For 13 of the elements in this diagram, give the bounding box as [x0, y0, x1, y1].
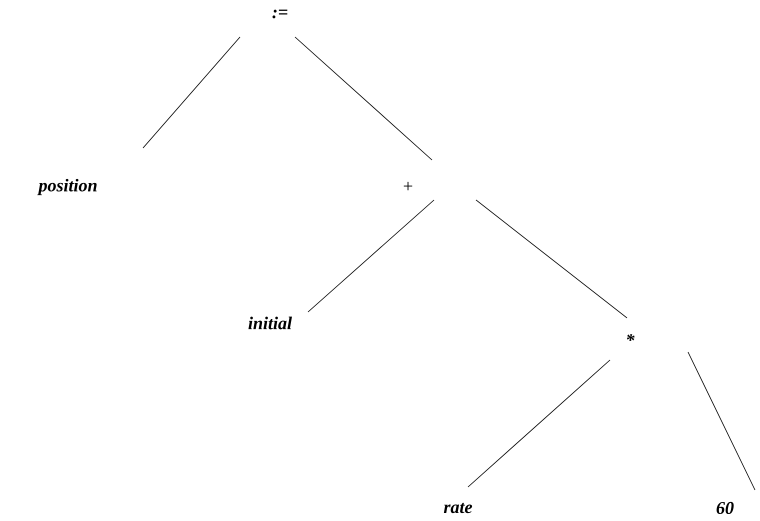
tree-edge	[142, 36, 240, 148]
tree-edge	[476, 200, 628, 318]
tree-edge	[688, 352, 756, 490]
tree-node-label: position	[37, 178, 97, 196]
tree-edge	[294, 36, 432, 160]
tree-node-label: initial	[248, 316, 292, 330]
tree-node-label: 60	[716, 502, 734, 514]
tree-node-label: +	[404, 182, 412, 190]
tree-node-label: *	[626, 334, 635, 342]
tree-node-label: rate	[444, 502, 472, 514]
tree-edge	[468, 360, 610, 488]
tree-edge	[308, 200, 434, 312]
tree-node-label: :=	[272, 10, 288, 18]
